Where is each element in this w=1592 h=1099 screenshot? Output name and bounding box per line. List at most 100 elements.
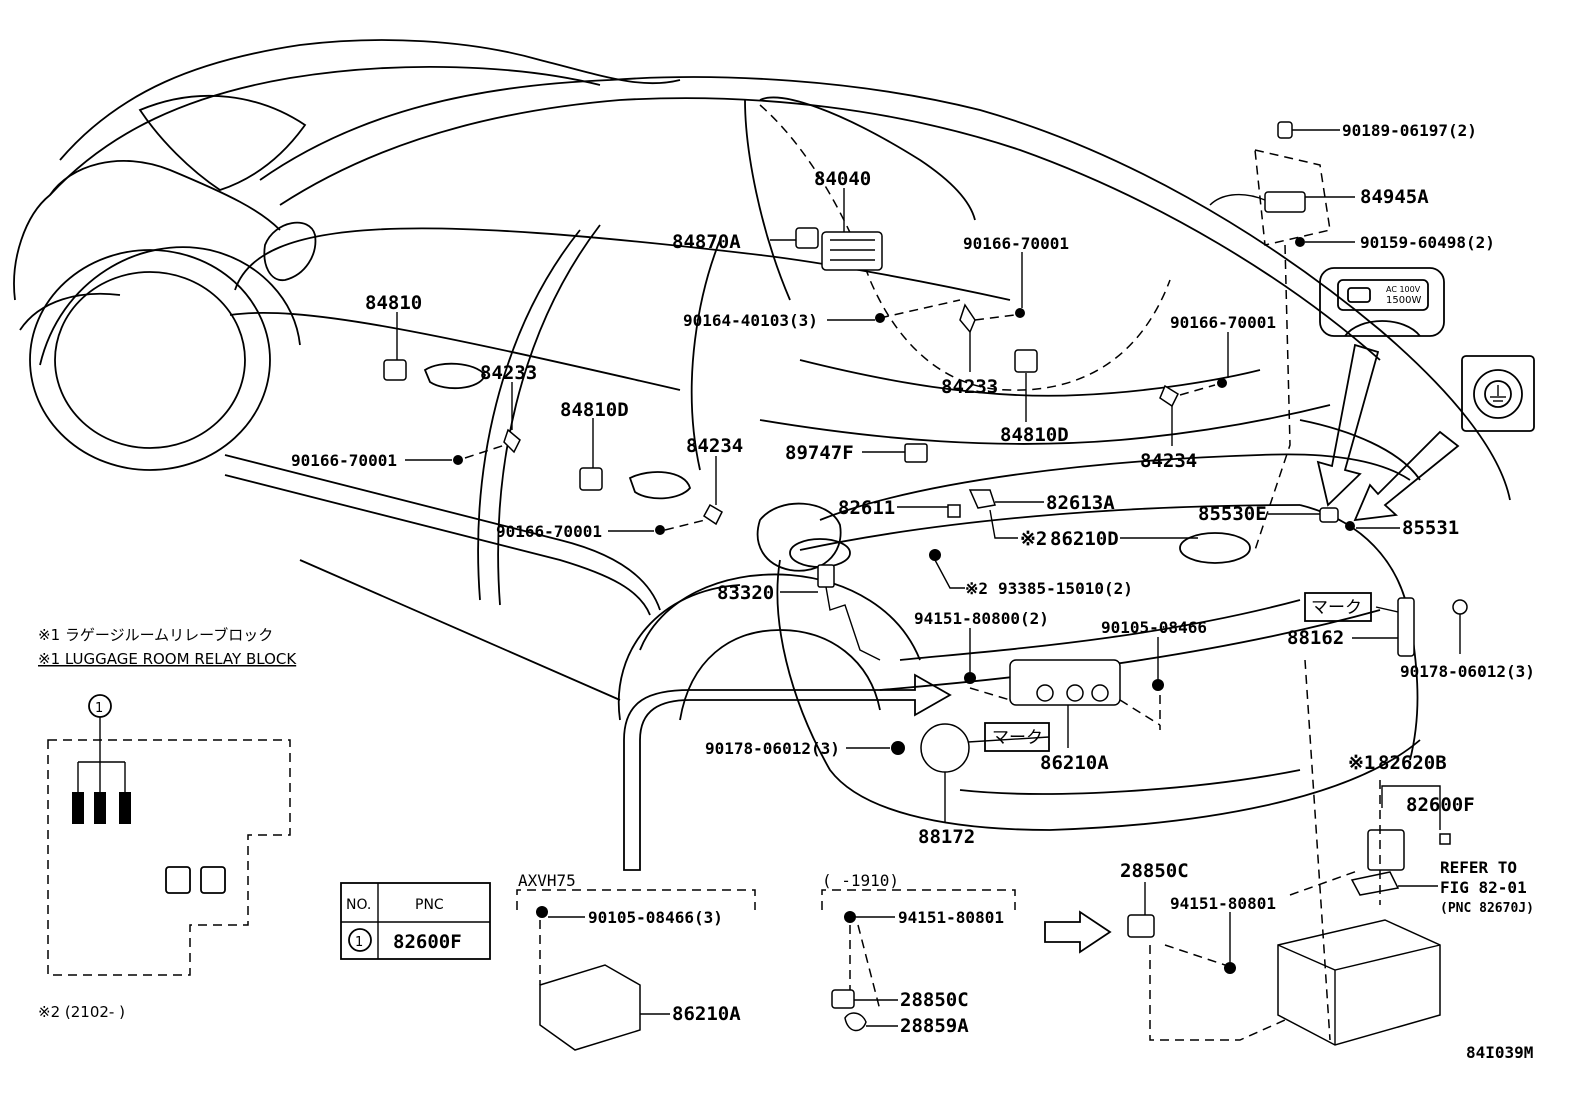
callout-85530E: 85530E bbox=[1198, 503, 1267, 525]
callout-82620B: 82620B bbox=[1378, 752, 1447, 774]
svg-text:AC 100V: AC 100V bbox=[1386, 285, 1421, 294]
switch-84870A bbox=[795, 227, 819, 249]
bolt-90105 bbox=[1152, 679, 1164, 691]
fuse-1 bbox=[72, 792, 84, 824]
callout-28850C-a: 28850C bbox=[1120, 860, 1189, 882]
module-86210A-b bbox=[539, 964, 641, 1051]
callout-86210A-a: 86210A bbox=[1040, 752, 1109, 774]
part-82611 bbox=[947, 504, 961, 518]
callout-89747F: 89747F bbox=[785, 442, 854, 464]
callout-93385-15010: 93385-15010(2) bbox=[998, 579, 1133, 598]
callout-83320: 83320 bbox=[717, 582, 774, 604]
callout-82600F: 82600F bbox=[1406, 794, 1475, 816]
arrows bbox=[299, 343, 1460, 954]
ground-icon bbox=[1473, 369, 1523, 419]
callout-84810D-b: 84810D bbox=[1000, 424, 1069, 446]
sensor-28850C-b bbox=[831, 989, 855, 1009]
bolt-93385 bbox=[929, 549, 941, 561]
notes: AXVH75 ( -1910) ※1 ラゲージルームリレーブロック ※1 LUG… bbox=[38, 626, 1533, 1062]
callout-84810D-a: 84810D bbox=[560, 399, 629, 421]
callout-90178-06012-b: 90178-06012(3) bbox=[1400, 662, 1535, 681]
fuse-2 bbox=[94, 792, 106, 824]
callout-28850C-b: 28850C bbox=[900, 989, 969, 1011]
sensor-28850C-a bbox=[1127, 914, 1155, 938]
fuse-82600F bbox=[1439, 833, 1451, 845]
bracket-82613A bbox=[968, 489, 996, 509]
mark2-b: ※2 bbox=[965, 579, 988, 598]
horn-88172 bbox=[920, 723, 970, 773]
callout-84040: 84040 bbox=[814, 168, 871, 190]
callout-84810: 84810 bbox=[365, 292, 422, 314]
mark-label-a: マーク bbox=[992, 728, 1043, 748]
callout-84945A: 84945A bbox=[1360, 186, 1429, 208]
callout-88172: 88172 bbox=[918, 826, 975, 848]
screw-90166-c bbox=[453, 455, 463, 465]
pnc-row-no: 1 bbox=[355, 935, 363, 950]
circle-1-label: 1 bbox=[95, 701, 103, 716]
callout-86210D: 86210D bbox=[1050, 528, 1119, 550]
switch-84810D-b bbox=[1014, 349, 1038, 373]
refer-line1: REFER TO bbox=[1440, 858, 1517, 877]
terminal-82670J bbox=[1350, 871, 1400, 896]
screw-90166-a bbox=[1015, 308, 1025, 318]
callout-88162: 88162 bbox=[1287, 627, 1344, 649]
nut-94151-80801-b bbox=[844, 911, 856, 923]
bolt-90105-3 bbox=[536, 906, 548, 918]
pnc-row-pnc: 82600F bbox=[393, 931, 462, 953]
callout-84233-b: 84233 bbox=[941, 376, 998, 398]
clip-90189 bbox=[1277, 121, 1293, 139]
note2: ※2 (2102- ) bbox=[38, 1003, 125, 1021]
car-body-outline bbox=[13, 39, 1511, 831]
note1-japanese: ※1 ラゲージルームリレーブロック bbox=[38, 626, 273, 644]
fuse-3 bbox=[119, 792, 131, 824]
callout-90166-70001-b: 90166-70001 bbox=[1170, 313, 1276, 332]
clip-84234-b bbox=[1159, 384, 1179, 408]
refer-line2: FIG 82-01 bbox=[1440, 878, 1527, 897]
mark-box-b bbox=[1304, 592, 1372, 622]
leader-lines bbox=[396, 129, 1461, 1027]
clip-84233-b bbox=[959, 303, 976, 334]
callout-90105-08466: 90105-08466 bbox=[1101, 618, 1207, 637]
callout-90164-40103: 90164-40103(3) bbox=[683, 311, 818, 330]
sensor-83320 bbox=[817, 564, 835, 588]
clip-28859A bbox=[844, 1012, 867, 1032]
date-range-label: ( -1910) bbox=[822, 871, 899, 890]
callout-82611: 82611 bbox=[838, 497, 895, 519]
callout-90166-70001-c: 90166-70001 bbox=[291, 451, 397, 470]
sensor-89747F bbox=[904, 443, 928, 463]
screw-90166-d bbox=[655, 525, 665, 535]
callout-90105-08466-3: 90105-08466(3) bbox=[588, 908, 723, 927]
refer-line3: (PNC 82670J) bbox=[1440, 901, 1534, 916]
screw-90159 bbox=[1295, 237, 1305, 247]
relay-block-84040 bbox=[821, 231, 883, 271]
nut-90178-b bbox=[1452, 599, 1468, 615]
svg-text:1500W: 1500W bbox=[1386, 295, 1421, 306]
callout-90178-06012-a: 90178-06012(3) bbox=[705, 739, 840, 758]
callout-86210A-b: 86210A bbox=[672, 1003, 741, 1025]
callout-84870A: 84870A bbox=[672, 231, 741, 253]
mark1: ※1 bbox=[1348, 752, 1375, 774]
callout-94151-80801-b: 94151-80801 bbox=[898, 908, 1004, 927]
clip-84234-a bbox=[703, 503, 723, 526]
pnc-header-pnc: PNC bbox=[415, 897, 444, 913]
clip-84233-a bbox=[503, 428, 521, 454]
note1-english: ※1 LUGGAGE ROOM RELAY BLOCK bbox=[38, 650, 297, 668]
callout-labels: 84040 84870A 90164-40103(3) 90166-70001 … bbox=[291, 121, 1535, 1037]
callout-94151-80801-a: 94151-80801 bbox=[1170, 894, 1276, 913]
ac-outlet-badge bbox=[1319, 267, 1445, 337]
pnc-table bbox=[340, 882, 491, 960]
callout-90166-70001-d: 90166-70001 bbox=[496, 522, 602, 541]
callout-84234-a: 84234 bbox=[686, 435, 743, 457]
part-85531 bbox=[1345, 521, 1355, 531]
callout-94151-80800: 94151-80800(2) bbox=[914, 609, 1049, 628]
callout-85531: 85531 bbox=[1402, 517, 1459, 539]
nut-94151-80801-a bbox=[1224, 962, 1236, 974]
callout-90166-70001-a: 90166-70001 bbox=[963, 234, 1069, 253]
relay-room-block bbox=[47, 739, 291, 976]
nut-94151-80800 bbox=[964, 672, 976, 684]
callout-28859A: 28859A bbox=[900, 1015, 969, 1037]
variant-label: AXVH75 bbox=[518, 871, 576, 890]
nut-90178-a bbox=[891, 741, 905, 755]
mark-label-b: マーク bbox=[1311, 598, 1362, 618]
